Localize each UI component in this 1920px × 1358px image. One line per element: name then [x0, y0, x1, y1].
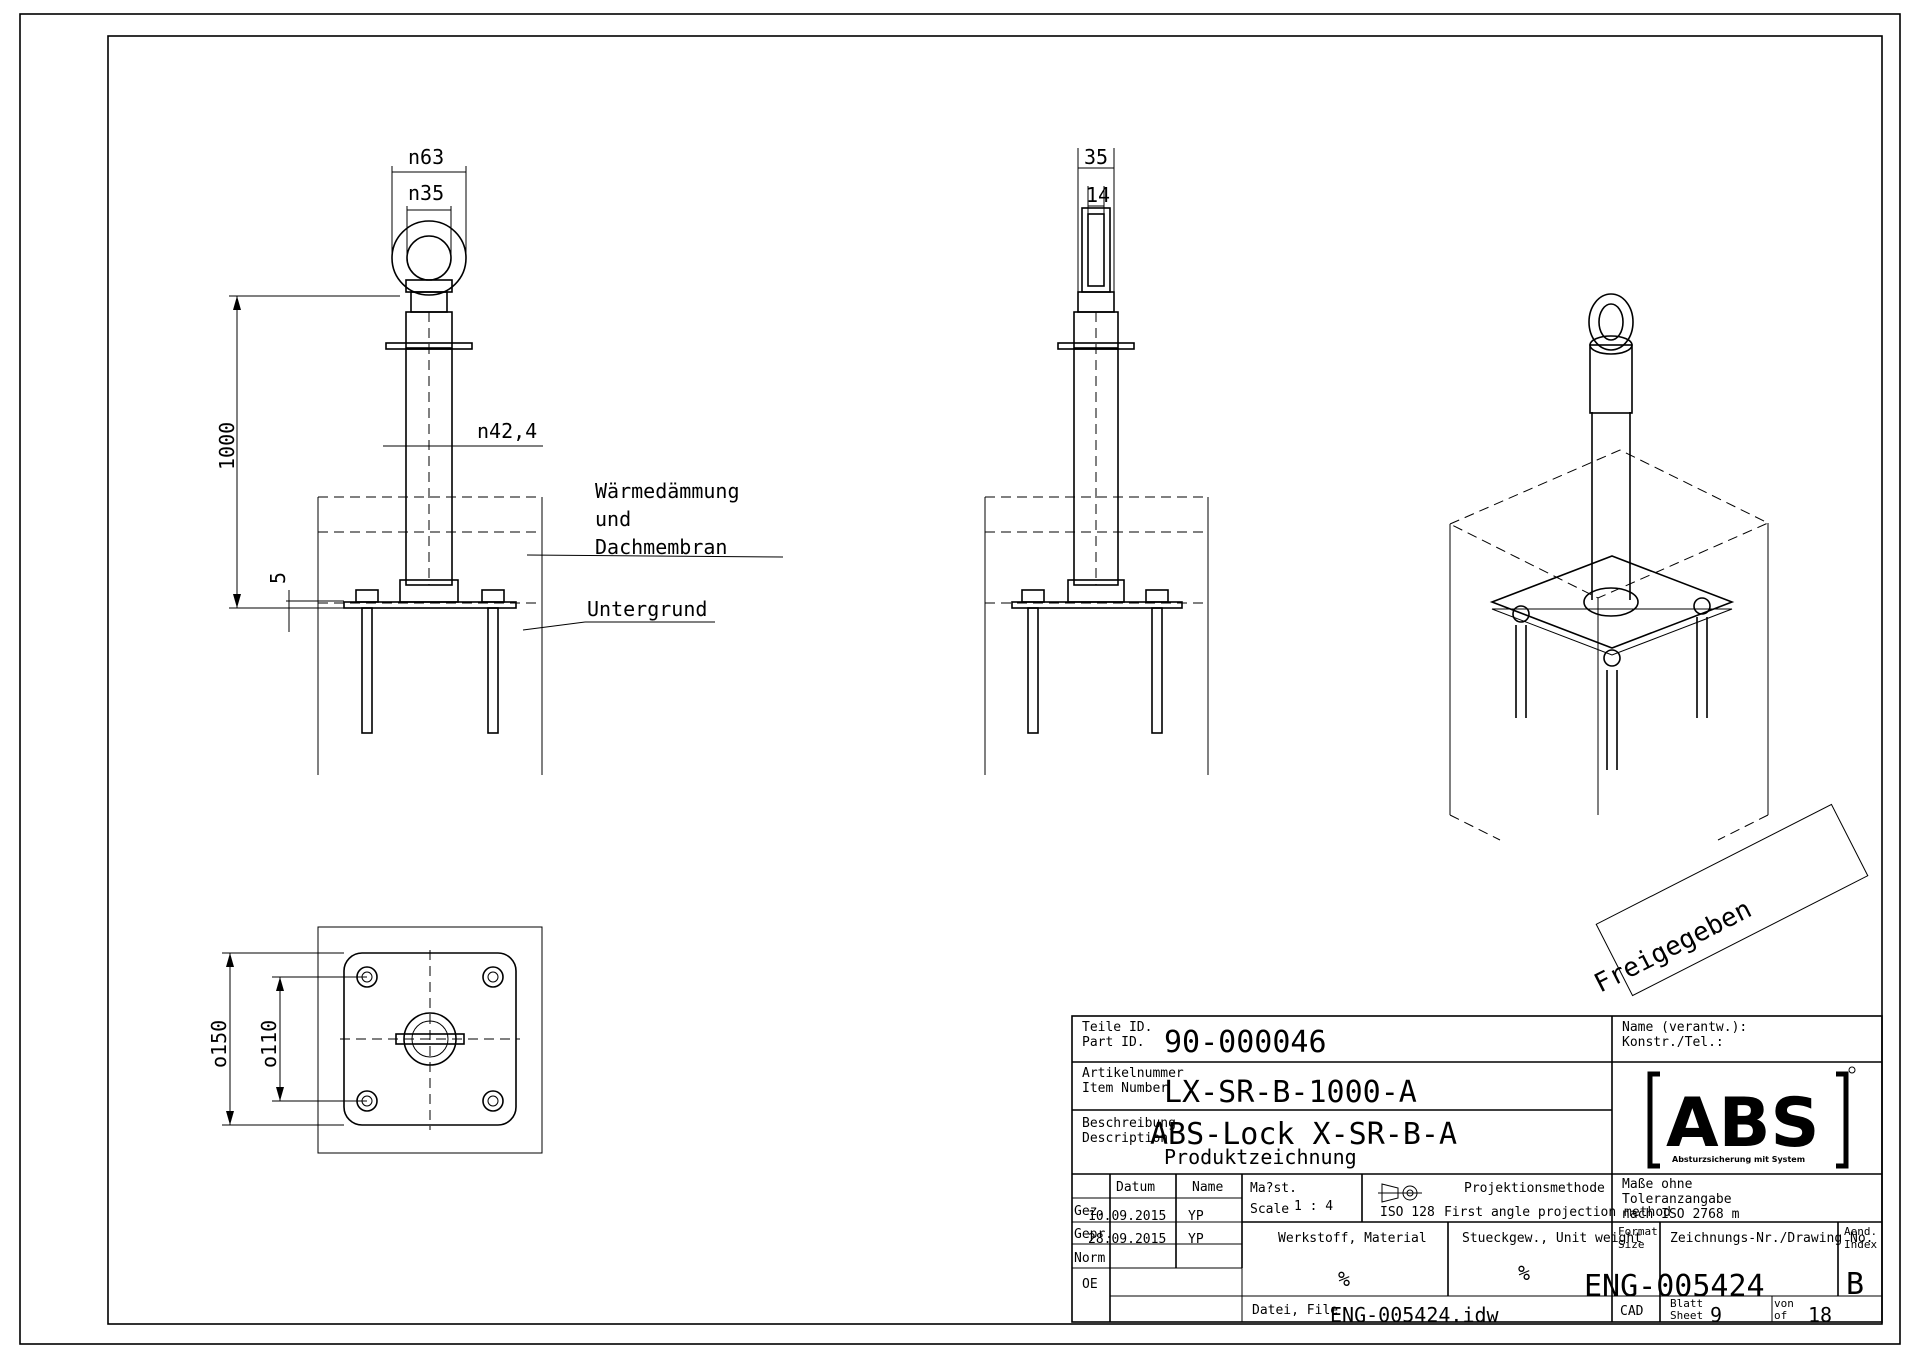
row-norm: Norm	[1074, 1251, 1105, 1266]
format-label: Format	[1618, 1225, 1658, 1238]
of-label-en: of	[1774, 1309, 1787, 1322]
part-id: 90-000046	[1164, 1025, 1327, 1060]
projection-label: Projektionsmethode	[1464, 1181, 1605, 1196]
sheet-label: Blatt	[1670, 1297, 1703, 1310]
file-label: Datei, File	[1252, 1303, 1338, 1318]
iso-view	[1448, 293, 1770, 841]
projection-method: First angle projection method	[1444, 1205, 1671, 1220]
article-label-en: Item Number	[1082, 1081, 1168, 1096]
part-id-label: Teile ID.	[1082, 1020, 1152, 1035]
weight-value: %	[1518, 1261, 1530, 1285]
row-gez: Gez.	[1074, 1204, 1105, 1219]
material-label: Werkstoff, Material	[1278, 1231, 1427, 1246]
index-label-en: Index	[1844, 1238, 1877, 1251]
drawing-border	[107, 35, 1883, 1325]
row-oe: OE	[1082, 1277, 1098, 1292]
cad-label: CAD	[1620, 1304, 1644, 1319]
article-label: Artikelnummer	[1082, 1066, 1184, 1081]
dim-plate-thk: 5	[266, 572, 290, 584]
col-name: Name	[1192, 1180, 1223, 1195]
gez-name: YP	[1188, 1209, 1204, 1224]
title-block-lines	[1071, 1015, 1883, 1323]
konstr-label: Konstr./Tel.:	[1622, 1035, 1724, 1050]
outer-frame	[19, 13, 1901, 1345]
gez-date: 10.09.2015	[1088, 1209, 1166, 1224]
tolerance-3: nach ISO 2768 m	[1622, 1207, 1740, 1222]
dim-side-inner: 14	[1086, 183, 1110, 207]
top-view	[222, 926, 543, 1154]
dim-eye-inner: n35	[408, 181, 444, 205]
dim-height: 1000	[215, 422, 239, 470]
revision-index: B	[1846, 1267, 1864, 1302]
dim-hole-spacing: o110	[257, 1020, 281, 1068]
logo-text: ABS	[1666, 1084, 1819, 1163]
side-view	[984, 148, 1209, 775]
desc-label: Beschreibung	[1082, 1116, 1176, 1131]
weight-label: Stueckgew., Unit weight	[1462, 1231, 1642, 1246]
row-gepr: Gepr.	[1074, 1227, 1113, 1242]
label-insulation-3: Dachmembran	[595, 535, 727, 559]
sheet-number: 9	[1710, 1303, 1722, 1327]
description-2: Produktzeichnung	[1164, 1145, 1357, 1169]
logo-subtext: Absturzsicherung mit System	[1672, 1155, 1805, 1164]
tolerance-1: Maße ohne	[1622, 1177, 1693, 1192]
name-label: Name (verantw.):	[1622, 1020, 1747, 1035]
scale-value: 1 : 4	[1294, 1199, 1333, 1214]
abs-logo	[1647, 1066, 1856, 1169]
label-substrate: Untergrund	[587, 597, 707, 621]
file-name: ENG-005424.idw	[1330, 1303, 1500, 1327]
front-view	[229, 166, 784, 775]
article-number: LX-SR-B-1000-A	[1164, 1075, 1417, 1110]
dim-tube-dia: n42,4	[477, 419, 537, 443]
material-value: %	[1338, 1267, 1350, 1291]
tolerance-2: Toleranzangabe	[1622, 1192, 1732, 1207]
sheet-total: 18	[1808, 1303, 1832, 1327]
part-id-label-en: Part ID.	[1082, 1035, 1145, 1050]
col-datum: Datum	[1116, 1180, 1155, 1195]
dim-eye-outer: n63	[408, 145, 444, 169]
stamp-text: Freigegeben	[1590, 894, 1757, 999]
description-1: ABS-Lock X-SR-B-A	[1150, 1117, 1457, 1152]
drawing-no-label: Zeichnungs-Nr./Drawing No.	[1670, 1231, 1874, 1246]
index-label: Aend.	[1844, 1225, 1877, 1238]
gepr-date: 28.09.2015	[1088, 1232, 1166, 1247]
sheet-label-en: Sheet	[1670, 1309, 1703, 1322]
desc-label-en: Description	[1082, 1131, 1168, 1146]
format-label-en: Size	[1618, 1238, 1645, 1251]
drawing-number: ENG-005424	[1584, 1269, 1765, 1304]
label-insulation-1: Wärmedämmung	[595, 479, 740, 503]
label-insulation-2: und	[595, 507, 631, 531]
stamp	[1595, 803, 1869, 997]
projection-standard: ISO 128	[1380, 1205, 1435, 1220]
scale-label: Ma?st.	[1250, 1181, 1297, 1196]
dim-plate-size: o150	[207, 1020, 231, 1068]
scale-label-en: Scale	[1250, 1202, 1289, 1217]
dim-side-width: 35	[1084, 145, 1108, 169]
of-label: von	[1774, 1297, 1794, 1310]
gepr-name: YP	[1188, 1232, 1204, 1247]
